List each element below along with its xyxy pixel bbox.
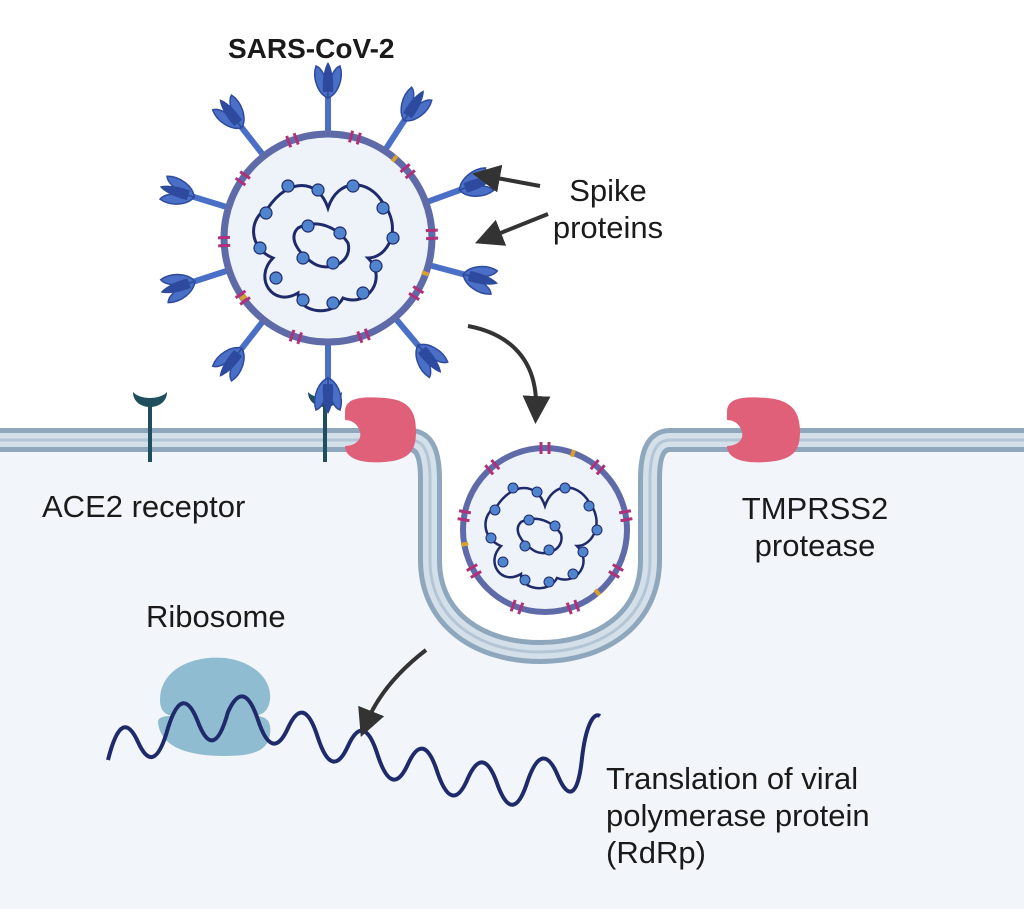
- ace2-label: ACE2 receptor: [42, 489, 246, 524]
- spike-arrow-1: [472, 164, 541, 193]
- rna-beads: [253, 179, 400, 310]
- spike-arrow-2: [475, 212, 549, 246]
- virus-title: SARS-CoV-2: [228, 33, 395, 64]
- tmprss2-protease-left: [345, 397, 416, 463]
- translation-label-line-2: polymerase protein: [606, 798, 870, 834]
- translation-arrow: [358, 648, 428, 737]
- spike-label: Spike proteins: [548, 172, 668, 246]
- ribosome: [158, 657, 271, 756]
- translation-label-line-3: (RdRp): [606, 835, 706, 871]
- ace2-receptor-1: [133, 392, 167, 462]
- endocytosed-virion: [456, 440, 634, 616]
- entry-arrow: [467, 324, 551, 424]
- tmprss2-label-line-2: protease: [754, 528, 876, 564]
- arrows: [358, 164, 551, 737]
- ribosome-label: Ribosome: [146, 599, 286, 634]
- translation-label: Translation of viral polymerase protein …: [606, 760, 870, 872]
- translation-label-line-1: Translation of viral: [606, 761, 859, 796]
- tmprss2-protease-right: [727, 397, 800, 463]
- spike-label-line-2: proteins: [552, 210, 664, 246]
- spike-label-line-1: Spike: [569, 173, 647, 208]
- tmprss2-label-line-1: TMPRSS2: [741, 491, 889, 526]
- tmprss2-label: TMPRSS2 protease: [730, 490, 900, 564]
- sars-cov-2-virion: [155, 61, 503, 415]
- cytoplasm: [0, 440, 1024, 909]
- cell-region: [0, 428, 1024, 909]
